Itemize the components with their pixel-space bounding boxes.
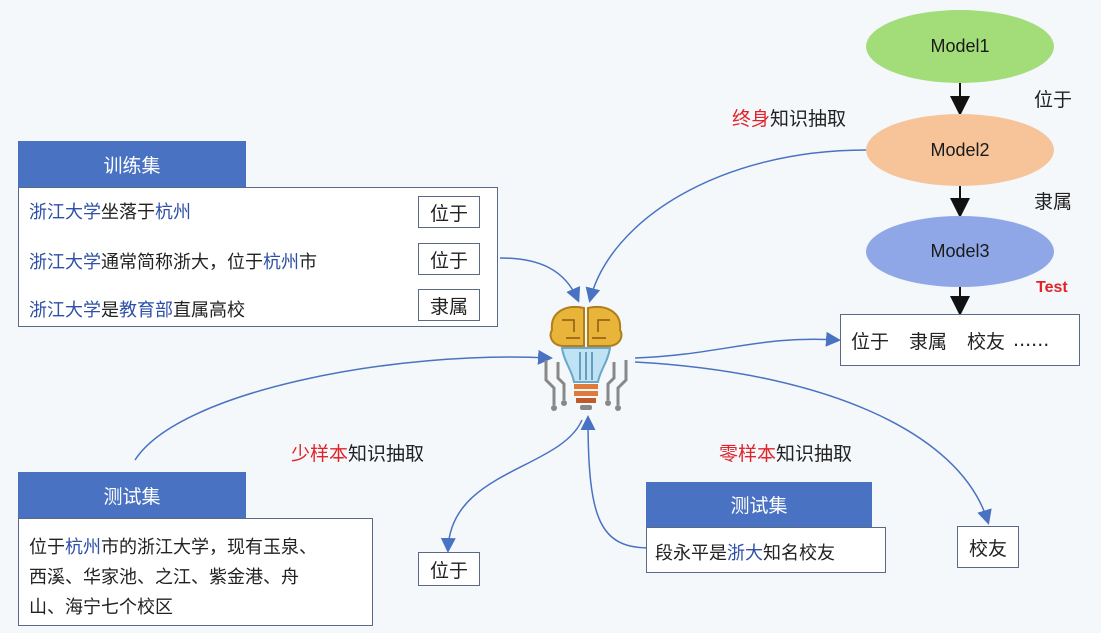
fewshot-test-header: 测试集 xyxy=(18,472,246,518)
lifelong-extraction-label: 终身知识抽取 xyxy=(732,108,847,130)
edge-zeroshot-to-brain xyxy=(580,415,651,549)
relation-item: 校友 xyxy=(967,330,1006,353)
train-row-3: 浙江大学是教育部直属高校 xyxy=(29,300,245,321)
test-label: Test xyxy=(1036,279,1068,296)
fewshot-output-label: 位于 xyxy=(418,552,480,586)
zeroshot-output-label: 校友 xyxy=(957,526,1019,568)
edge-brain-to-weiyu xyxy=(440,419,583,553)
train-row-2: 浙江大学通常简称浙大，位于杭州市 xyxy=(29,252,317,273)
train-label-2: 位于 xyxy=(418,243,480,275)
fewshot-line-2: 西溪、华家池、之江、紫金港、舟 xyxy=(29,567,299,588)
fewshot-line-3: 山、海宁七个校区 xyxy=(29,597,173,618)
edge-brain-to-xiaoyou xyxy=(634,361,992,525)
train-set-header: 训练集 xyxy=(18,141,246,187)
edge-brain-to-relations xyxy=(634,331,841,359)
relations-output-box: 位于 隶属 校友 ...... xyxy=(840,314,1080,366)
train-label-3: 隶属 xyxy=(418,289,480,321)
edge-train-to-brain xyxy=(499,257,581,303)
fewshot-extraction-label: 少样本知识抽取 xyxy=(291,443,425,465)
relation-item: ...... xyxy=(1013,329,1050,351)
zeroshot-extraction-label: 零样本知识抽取 xyxy=(719,443,853,465)
relation-item: 位于 xyxy=(851,330,890,353)
relation-item: 隶属 xyxy=(909,330,948,353)
brain-lightbulb-icon xyxy=(544,306,628,411)
edge-label-weiyu: 位于 xyxy=(1034,89,1073,111)
fewshot-line-1: 位于杭州市的浙江大学，现有玉泉、 xyxy=(29,537,317,558)
model1-node: Model1 xyxy=(866,10,1054,83)
zeroshot-test-box: 段永平是浙大知名校友 xyxy=(646,527,886,573)
zeroshot-test-header: 测试集 xyxy=(646,482,872,527)
train-label-1: 位于 xyxy=(418,196,480,228)
train-row-1: 浙江大学坐落于杭州 xyxy=(29,202,191,223)
model3-node: Model3 xyxy=(866,216,1054,287)
zeroshot-sentence: 段永平是浙大知名校友 xyxy=(655,543,835,564)
edge-fewshot-to-brain xyxy=(134,349,553,461)
fewshot-test-box: 位于杭州市的浙江大学，现有玉泉、 西溪、华家池、之江、紫金港、舟 山、海宁七个校… xyxy=(18,518,373,626)
edge-label-lishu: 隶属 xyxy=(1034,191,1073,213)
edge-model2-to-brain xyxy=(585,149,867,303)
model2-node: Model2 xyxy=(866,114,1054,186)
